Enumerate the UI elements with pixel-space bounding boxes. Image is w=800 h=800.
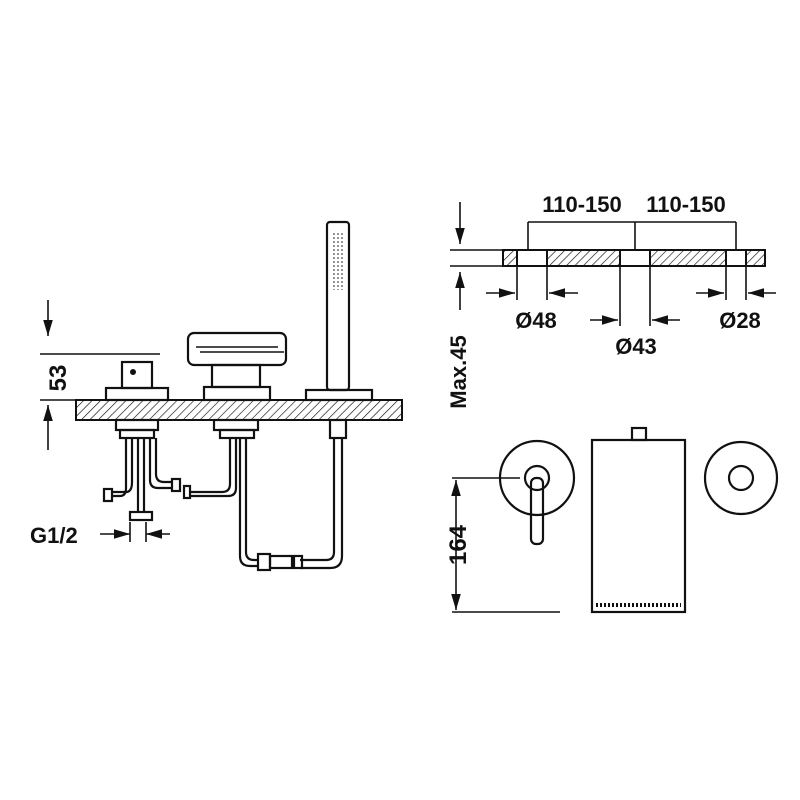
dim-label-max45: Max.45 bbox=[446, 335, 471, 408]
hand-shower bbox=[304, 220, 374, 402]
side-elevation: 53 bbox=[30, 220, 403, 572]
mixer-left bbox=[104, 360, 170, 402]
deck-slab bbox=[75, 399, 403, 421]
dim-label-spacing-left: 110-150 bbox=[542, 192, 622, 217]
dim-label-spacing-right: 110-150 bbox=[646, 192, 726, 217]
dim-label-53: 53 bbox=[45, 365, 72, 392]
diverter-middle bbox=[186, 331, 288, 402]
hand-shower-front bbox=[703, 440, 779, 516]
deck-hole-plan: 110-150 110-150 Ø48 Ø43 Ø28 Max.45 bbox=[446, 192, 776, 409]
under-deck-middle bbox=[182, 418, 294, 572]
diverter-front bbox=[590, 426, 687, 614]
dim-label-d48: Ø48 bbox=[515, 308, 557, 333]
dim-g12: G1/2 bbox=[30, 522, 170, 548]
dim-164: 164 bbox=[445, 477, 560, 613]
dim-label-d28: Ø28 bbox=[719, 308, 761, 333]
dim-53: 53 bbox=[40, 300, 160, 450]
dim-label-g12: G1/2 bbox=[30, 523, 78, 548]
under-deck-right bbox=[292, 418, 348, 570]
lever-mixer-front bbox=[498, 439, 576, 546]
under-deck-left bbox=[102, 418, 182, 522]
dim-label-d43: Ø43 bbox=[615, 334, 657, 359]
front-view: 164 bbox=[445, 426, 779, 614]
dim-label-164: 164 bbox=[445, 524, 472, 565]
